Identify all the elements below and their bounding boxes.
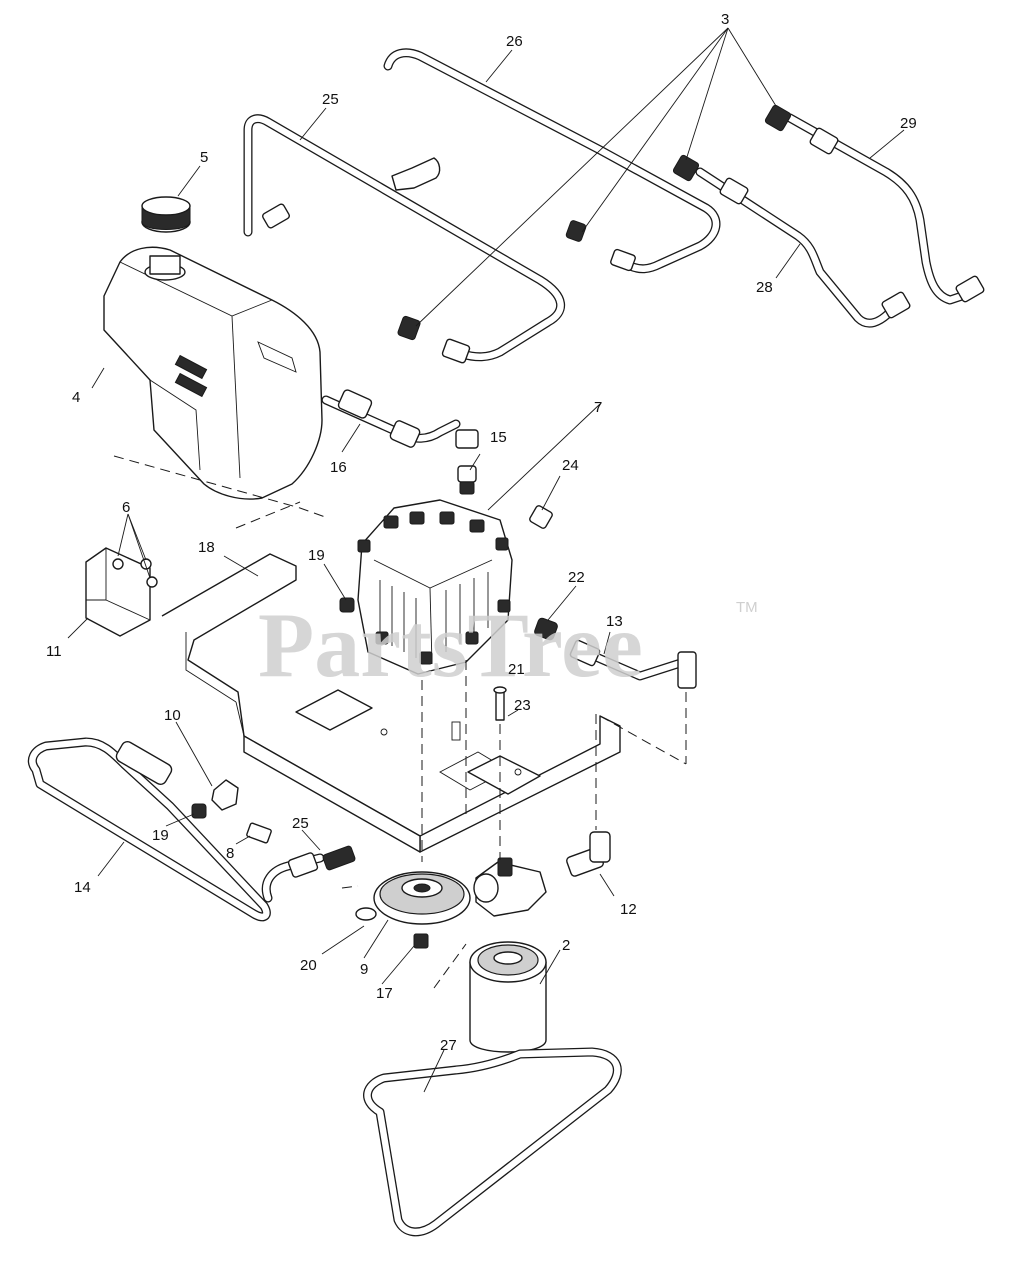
callout-8[interactable]: 8 <box>226 845 234 862</box>
oil-filter[interactable] <box>469 941 547 1053</box>
callout-26[interactable]: 25 <box>322 91 339 108</box>
callout-2[interactable]: 2 <box>562 937 570 954</box>
callout-leaders <box>67 27 905 1093</box>
callout-22[interactable]: 23 <box>514 697 531 714</box>
reservoir-cap[interactable] <box>141 196 191 233</box>
callout-15[interactable]: 15 <box>490 429 507 446</box>
callout-20[interactable]: 20 <box>300 957 317 974</box>
hydraulic-pump[interactable] <box>357 499 513 675</box>
hydraulic-reservoir[interactable] <box>103 246 323 500</box>
callout-14[interactable]: 14 <box>74 879 91 896</box>
callout-28[interactable]: 28 <box>756 279 773 296</box>
callout-29[interactable]: 29 <box>900 115 917 132</box>
callout-12[interactable]: 12 <box>620 901 637 918</box>
callout-21[interactable]: 21 <box>508 661 525 678</box>
drive-belt[interactable] <box>363 1047 622 1237</box>
screw-6[interactable] <box>112 558 158 588</box>
pump-pulley[interactable] <box>373 871 471 925</box>
callout-11[interactable]: 11 <box>46 643 62 660</box>
callout-24[interactable]: 24 <box>562 457 579 474</box>
callout-labels: 3 26 25 29 5 28 4 7 15 16 24 6 18 19 22 … <box>46 11 917 1054</box>
svg-text:TM: TM <box>736 599 758 616</box>
callout-16[interactable]: 16 <box>330 459 347 476</box>
callout-6[interactable]: 6 <box>122 499 130 516</box>
hydraulic-line-29[interactable] <box>764 104 985 305</box>
callout-10[interactable]: 10 <box>164 707 181 724</box>
tube-fitting[interactable] <box>391 157 441 191</box>
assembly-centerlines <box>113 455 687 989</box>
hose-13[interactable] <box>569 639 697 689</box>
callout-3[interactable]: 3 <box>721 11 729 28</box>
fitting-8[interactable] <box>246 822 272 844</box>
elbow-fitting-12[interactable] <box>566 831 611 877</box>
fitting-15[interactable] <box>457 465 477 495</box>
hydraulic-line-28[interactable] <box>672 154 911 328</box>
bolt-22[interactable] <box>493 686 507 721</box>
partstree-watermark: PartsTree TM <box>258 594 758 696</box>
callout-19-lower[interactable]: 19 <box>152 827 169 844</box>
fitting-19-upper[interactable] <box>339 597 355 613</box>
callout-9[interactable]: 9 <box>360 961 368 978</box>
bracket-11[interactable] <box>85 547 151 637</box>
fitting-24[interactable] <box>529 505 554 530</box>
pump-mounting-plate[interactable] <box>161 553 621 853</box>
fitting-25-upper[interactable] <box>534 617 559 641</box>
callout-27[interactable]: 26 <box>506 33 523 50</box>
filter-head[interactable] <box>473 857 547 917</box>
callout-19-upper[interactable]: 19 <box>308 547 325 564</box>
callout-25-lower[interactable]: 25 <box>292 815 309 832</box>
fitting-19-lower[interactable] <box>191 803 207 819</box>
fitting-10[interactable] <box>211 779 239 811</box>
hydraulic-line-27[interactable] <box>383 48 721 274</box>
nut-17[interactable] <box>413 933 429 949</box>
callout-18[interactable]: 18 <box>198 539 215 556</box>
callout-13[interactable]: 13 <box>606 613 623 630</box>
callout-23[interactable]: 27 <box>440 1037 457 1054</box>
callout-25-upper[interactable]: 22 <box>568 569 585 586</box>
callout-17[interactable]: 17 <box>376 985 393 1002</box>
hydraulic-loop-14[interactable] <box>27 737 271 922</box>
callout-7[interactable]: 7 <box>594 399 602 416</box>
washer-20[interactable] <box>355 907 377 921</box>
hose-25-lower[interactable] <box>261 845 356 903</box>
callout-4[interactable]: 4 <box>72 389 80 406</box>
hydraulic-line-26[interactable] <box>243 114 566 364</box>
svg-text:PartsTree: PartsTree <box>258 594 643 696</box>
callout-5[interactable]: 5 <box>200 149 208 166</box>
suction-hose[interactable] <box>321 389 479 449</box>
